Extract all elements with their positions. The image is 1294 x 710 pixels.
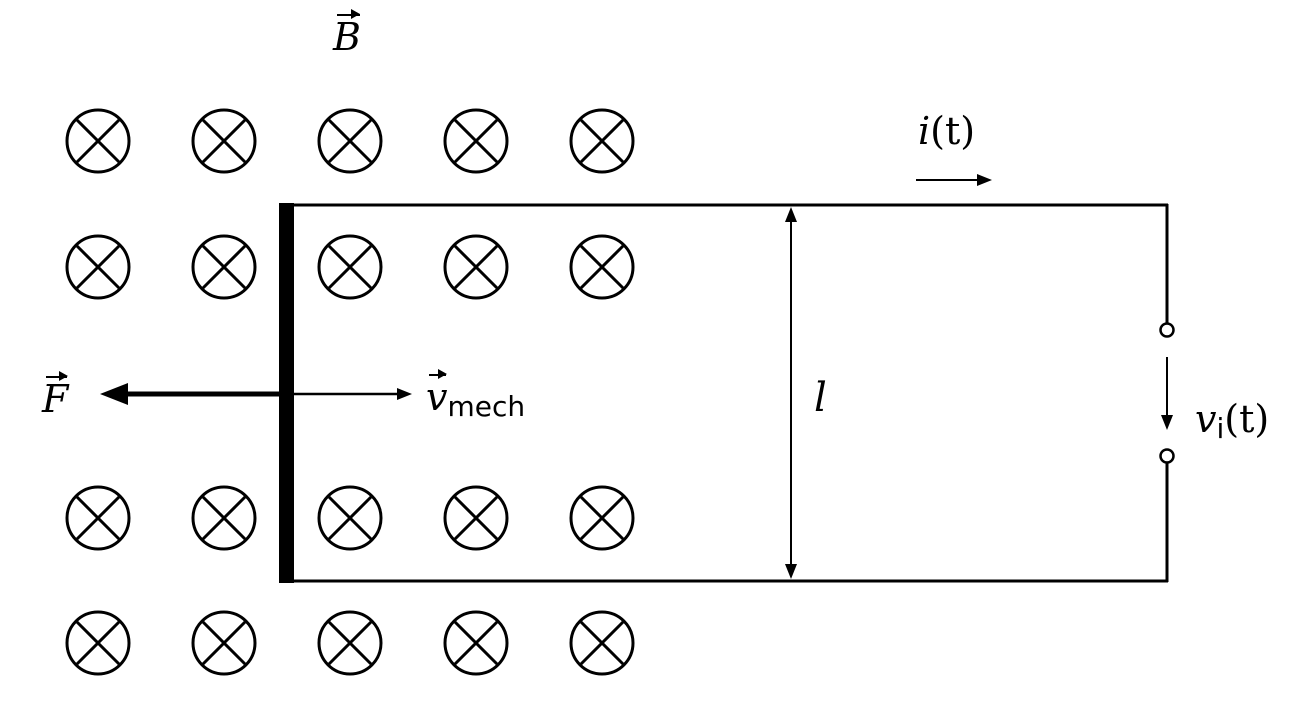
length-label: l xyxy=(814,378,827,418)
velocity-label: vmech xyxy=(426,369,526,423)
magnetic-field-markers xyxy=(65,108,635,676)
length-arrow-head-bottom xyxy=(785,564,797,579)
field-label: B xyxy=(333,9,361,59)
into-page-cross-circle-icon xyxy=(569,485,635,551)
into-page-cross-circle-icon xyxy=(443,234,509,300)
into-page-cross-circle-icon xyxy=(443,108,509,174)
length-arrow-head-top xyxy=(785,207,797,222)
current-argument: (t) xyxy=(930,109,976,153)
into-page-cross-circle-icon xyxy=(569,610,635,676)
voltage-arrow-head xyxy=(1161,415,1173,430)
force-label: F xyxy=(42,371,69,421)
voltage-label: vi(t) xyxy=(1195,400,1269,443)
velocity-subscript: mech xyxy=(447,390,526,423)
into-page-cross-circle-icon xyxy=(191,234,257,300)
into-page-cross-circle-icon xyxy=(443,610,509,676)
terminal-top xyxy=(1159,322,1175,338)
field-symbol: B xyxy=(333,9,361,59)
velocity-symbol: v xyxy=(426,369,448,419)
voltage-symbol: v xyxy=(1195,397,1217,441)
into-page-cross-circle-icon xyxy=(191,610,257,676)
into-page-cross-circle-icon xyxy=(65,108,131,174)
into-page-cross-circle-icon xyxy=(317,108,383,174)
voltage-subscript: i xyxy=(1216,412,1225,445)
into-page-cross-circle-icon xyxy=(317,610,383,676)
force-arrow-head xyxy=(100,383,128,405)
into-page-cross-circle-icon xyxy=(569,108,635,174)
velocity-arrow-head xyxy=(397,388,412,400)
into-page-cross-circle-icon xyxy=(65,485,131,551)
length-symbol: l xyxy=(814,375,827,421)
current-symbol: i xyxy=(918,109,931,153)
terminal-bottom xyxy=(1159,448,1175,464)
into-page-cross-circle-icon xyxy=(317,234,383,300)
into-page-cross-circle-icon xyxy=(191,485,257,551)
into-page-cross-circle-icon xyxy=(569,234,635,300)
force-symbol: F xyxy=(42,371,69,421)
current-arrow-head xyxy=(977,174,992,186)
voltage-argument: (t) xyxy=(1224,397,1270,441)
into-page-cross-circle-icon xyxy=(317,485,383,551)
into-page-cross-circle-icon xyxy=(443,485,509,551)
current-label: i(t) xyxy=(918,112,975,150)
into-page-cross-circle-icon xyxy=(65,610,131,676)
into-page-cross-circle-icon xyxy=(65,234,131,300)
into-page-cross-circle-icon xyxy=(191,108,257,174)
